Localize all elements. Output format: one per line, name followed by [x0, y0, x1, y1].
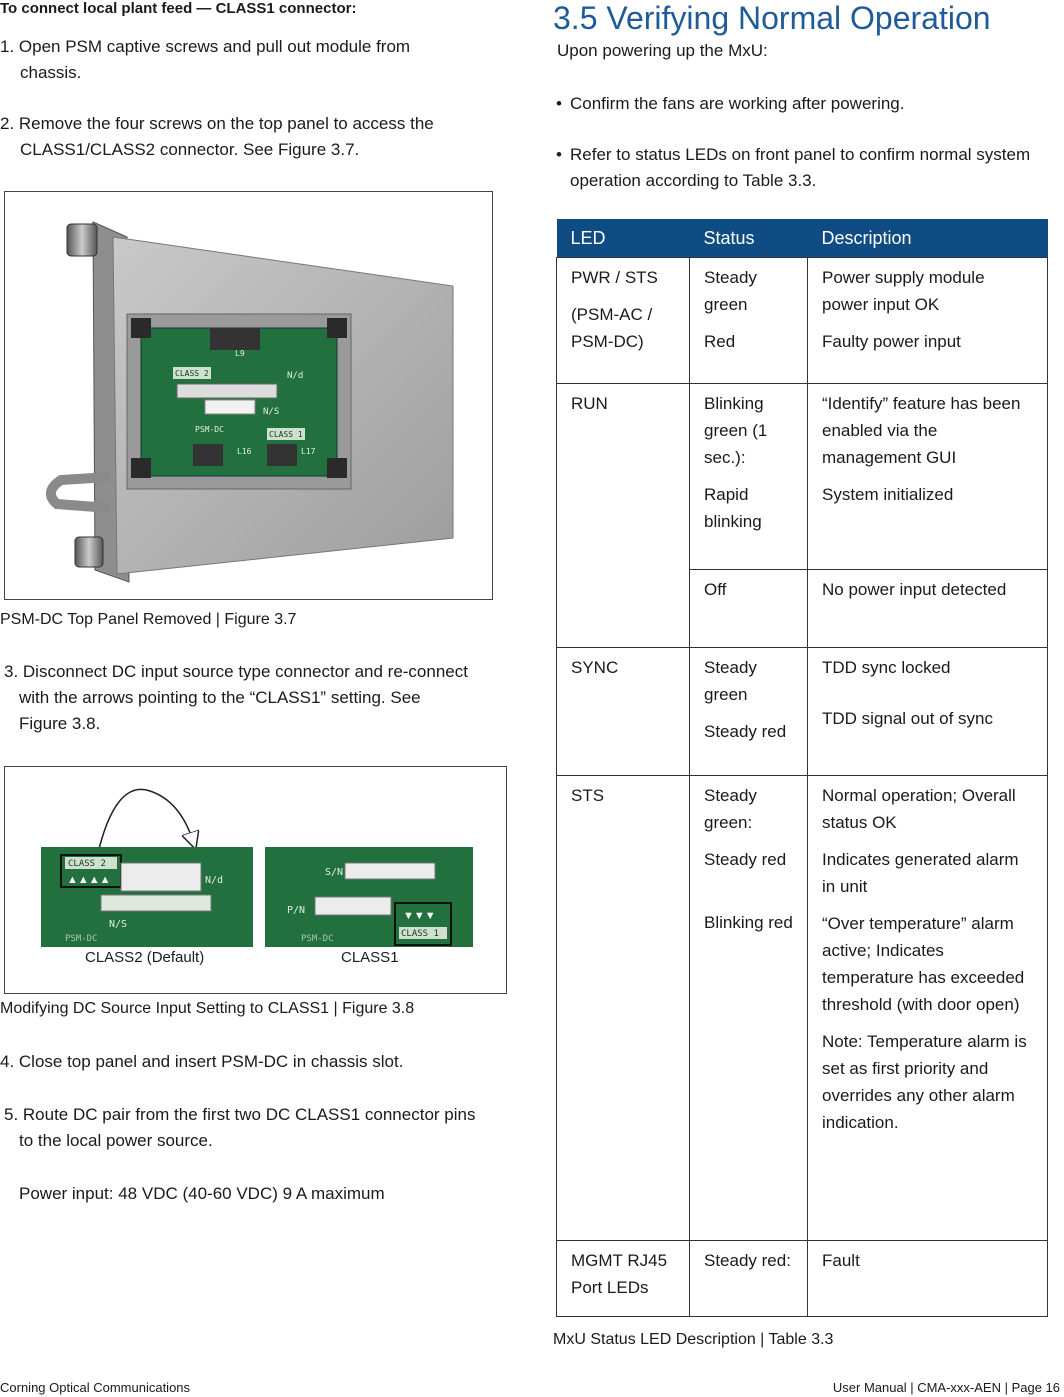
fig37-l16-text: L16	[237, 447, 252, 456]
table-header-row: LED Status Description	[556, 219, 1048, 258]
footer-company: Corning Optical Communications	[0, 1380, 191, 1395]
step-3-line1: 3. Disconnect DC input source type conne…	[4, 662, 468, 681]
step-2-line1: 2. Remove the four screws on the top pan…	[0, 114, 434, 133]
description-cell: Fault	[807, 1240, 1048, 1317]
header-description: Description	[807, 219, 1048, 258]
procedure-heading: To connect local plant feed — CLASS1 con…	[0, 0, 357, 17]
psm-dc-photo: CLASS 2 CLASS 1 N/d N/S PSM-DC L9 L16 L1…	[46, 221, 454, 583]
table-row: RUN Blinking green (1 sec.): Rapid blink…	[556, 383, 1048, 648]
svg-text:▲▲▲▲: ▲▲▲▲	[67, 874, 111, 886]
status-cell: Steady green Steady red	[689, 647, 808, 776]
power-input-spec: Power input: 48 VDC (40-60 VDC) 9 A maxi…	[19, 1184, 385, 1203]
led-status-table: LED Status Description PWR / STS (PSM-AC…	[556, 219, 1048, 1317]
fig37-ns-text: N/S	[263, 407, 279, 417]
status-cell: Steady red:	[689, 1240, 808, 1317]
fig37-psm-text: PSM-DC	[195, 425, 224, 434]
description-cell: Power supply module power input OK Fault…	[807, 257, 1048, 384]
step-5: 5. Route DC pair from the first two DC C…	[4, 1102, 494, 1154]
description-cell: No power input detected	[807, 569, 1048, 648]
bullet-fans: • Confirm the fans are working after pow…	[556, 91, 1061, 117]
step-2-line2: CLASS1/CLASS2 connector. See Figure 3.7.	[20, 140, 360, 159]
table-row: Off No power input detected	[557, 569, 1048, 648]
step-5-line2: to the local power source.	[19, 1131, 213, 1150]
fig37-l9-text: L9	[235, 349, 245, 358]
step-3-line3: Figure 3.8.	[19, 714, 101, 733]
fig37-class2-text: CLASS 2	[175, 369, 209, 378]
fig38-left-psm-text: PSM-DC	[65, 934, 98, 944]
svg-text:▼▼▼: ▼▼▼	[403, 910, 436, 922]
table-row: MGMT RJ45 Port LEDs Steady red: Fault	[556, 1240, 1048, 1317]
figure-3-7-caption: PSM-DC Top Panel Removed | Figure 3.7	[0, 611, 297, 628]
fig37-nd-text: N/d	[287, 371, 303, 381]
figure-3-8-caption: Modifying DC Source Input Setting to CLA…	[0, 1000, 415, 1017]
fig37-l17-text: L17	[301, 447, 316, 456]
table-row: PWR / STS (PSM-AC / PSM-DC) Steady green…	[556, 257, 1048, 384]
fig38-right-pn-text: P/N	[287, 905, 305, 916]
status-cell: Blinking green (1 sec.): Rapid blinking	[689, 383, 808, 570]
status-cell: Off	[689, 569, 808, 648]
fig38-right-psm-text: PSM-DC	[301, 934, 334, 944]
led-cell: MGMT RJ45 Port LEDs	[556, 1240, 690, 1317]
figure-3-7: CLASS 2 CLASS 1 N/d N/S PSM-DC L9 L16 L1…	[4, 191, 493, 600]
step-1-line2: chassis.	[20, 63, 82, 82]
bullet-fans-text: Confirm the fans are working after power…	[570, 94, 905, 113]
bullet-leds-text: Refer to status LEDs on front panel to c…	[570, 145, 1031, 190]
header-led: LED	[556, 219, 690, 258]
step-4: 4. Close top panel and insert PSM-DC in …	[0, 1052, 404, 1071]
status-cell: Steady green Red	[689, 257, 808, 384]
fig38-class1-label: CLASS1	[341, 949, 399, 966]
description-cell: TDD sync locked TDD signal out of sync	[807, 647, 1048, 776]
table-row: SYNC Steady green Steady red TDD sync lo…	[556, 647, 1048, 776]
fig38-right-sn-text: S/N	[325, 867, 343, 878]
step-2: 2. Remove the four screws on the top pan…	[0, 111, 490, 163]
step-3-line2: with the arrows pointing to the “CLASS1”…	[19, 688, 421, 707]
table-row: STS Steady green: Steady red Blinking re…	[556, 775, 1048, 1241]
description-cell: “Identify” feature has been enabled via …	[807, 383, 1048, 570]
section-intro: Upon powering up the MxU:	[557, 41, 768, 60]
bullet-leds: • Refer to status LEDs on front panel to…	[556, 142, 1061, 194]
connector-setting-photos: CLASS 2 ▲▲▲▲ N/d N/S PSM-DC S/N P/N ▼▼▼ …	[41, 788, 473, 947]
description-cell: Normal operation; Overall status OK Indi…	[807, 775, 1048, 1241]
fig37-class1-text: CLASS 1	[269, 430, 303, 439]
status-cell: Steady green: Steady red Blinking red	[689, 775, 808, 1241]
fig38-left-class2-text: CLASS 2	[68, 859, 106, 869]
fig38-left-nd-text: N/d	[205, 875, 223, 886]
bullet-dot: •	[556, 94, 562, 113]
fig38-left-ns-text: N/S	[109, 919, 127, 930]
led-cell: SYNC	[556, 647, 690, 776]
table-3-3-caption: MxU Status LED Description | Table 3.3	[553, 1331, 834, 1348]
fig38-right-class1-text: CLASS 1	[401, 929, 439, 939]
header-status: Status	[689, 219, 808, 258]
footer-page-info: User Manual | CMA-xxx-AEN | Page 16	[832, 1380, 1060, 1395]
section-title: 3.5 Verifying Normal Operation	[553, 0, 991, 36]
led-cell: RUN	[556, 383, 690, 648]
figure-3-8: CLASS 2 ▲▲▲▲ N/d N/S PSM-DC S/N P/N ▼▼▼ …	[4, 766, 507, 994]
led-cell: STS	[556, 775, 690, 1241]
step-3: 3. Disconnect DC input source type conne…	[4, 659, 494, 737]
step-1-line1: 1. Open PSM captive screws and pull out …	[0, 37, 411, 56]
led-cell: PWR / STS (PSM-AC / PSM-DC)	[556, 257, 690, 384]
bullet-dot: •	[556, 145, 562, 164]
fig38-class2-label: CLASS2 (Default)	[85, 949, 205, 966]
step-1: 1. Open PSM captive screws and pull out …	[0, 34, 490, 86]
step-5-line1: 5. Route DC pair from the first two DC C…	[4, 1105, 476, 1124]
